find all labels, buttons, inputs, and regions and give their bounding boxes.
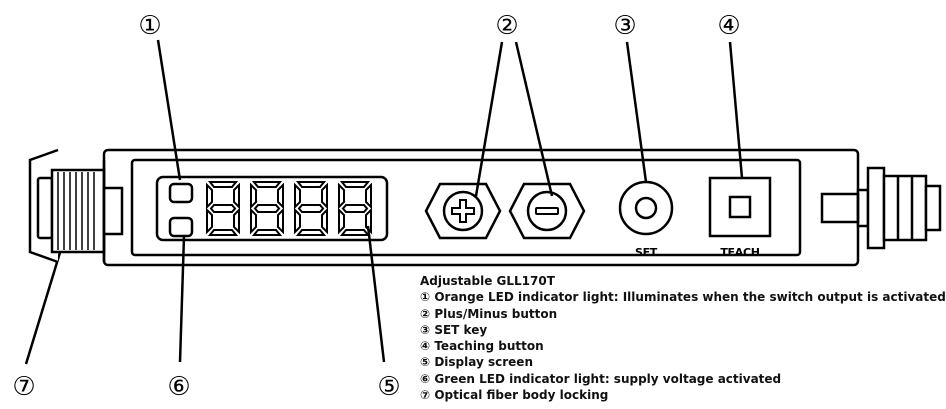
callout-1: ① [138,11,161,41]
legend-item: ⑤ Display screen [420,355,533,370]
legend-item: ② Plus/Minus button [420,306,558,321]
callout-5: ⑤ [377,372,400,402]
set-key-label: SET [635,246,658,259]
teach-button-label: TEACH [720,246,759,259]
legend-item: ③ SET key [420,322,488,337]
leader-lines [24,39,744,365]
display-screen [155,175,389,242]
set-key[interactable] [618,180,674,236]
legend-item: ④ Teaching button [420,339,544,354]
minus-button[interactable] [508,182,586,240]
callout-4: ④ [717,11,740,41]
fiber-lock-tab [102,186,124,236]
legend-title: Adjustable GLL170T [420,274,555,288]
callout-2: ② [495,11,518,41]
orange-led-indicator [168,182,194,204]
minus-icon [535,207,559,215]
callout-7: ⑦ [12,372,35,402]
callout-numbers: ① ② ③ ④ ⑤ ⑥ ⑦ [12,11,740,402]
fiber-lock [28,148,106,264]
connector-mount [820,192,860,224]
callout-6: ⑥ [167,372,190,402]
connector [856,166,942,250]
legend-item: ⑦ Optical fiber body locking [420,388,609,403]
legend-item: ⑥ Green LED indicator light: supply volt… [420,371,782,386]
callout-3: ③ [613,11,636,41]
teach-button[interactable] [708,176,772,238]
fiber-lock-grip [57,172,95,250]
green-led-indicator [168,216,194,238]
plus-icon [451,199,475,223]
plus-button[interactable] [424,182,502,240]
teach-square-icon [728,195,752,219]
seven-segment-digits [206,181,372,236]
legend: Adjustable GLL170T ① Orange LED indicato… [420,273,946,403]
legend-item: ① Orange LED indicator light: Illuminate… [420,290,946,305]
